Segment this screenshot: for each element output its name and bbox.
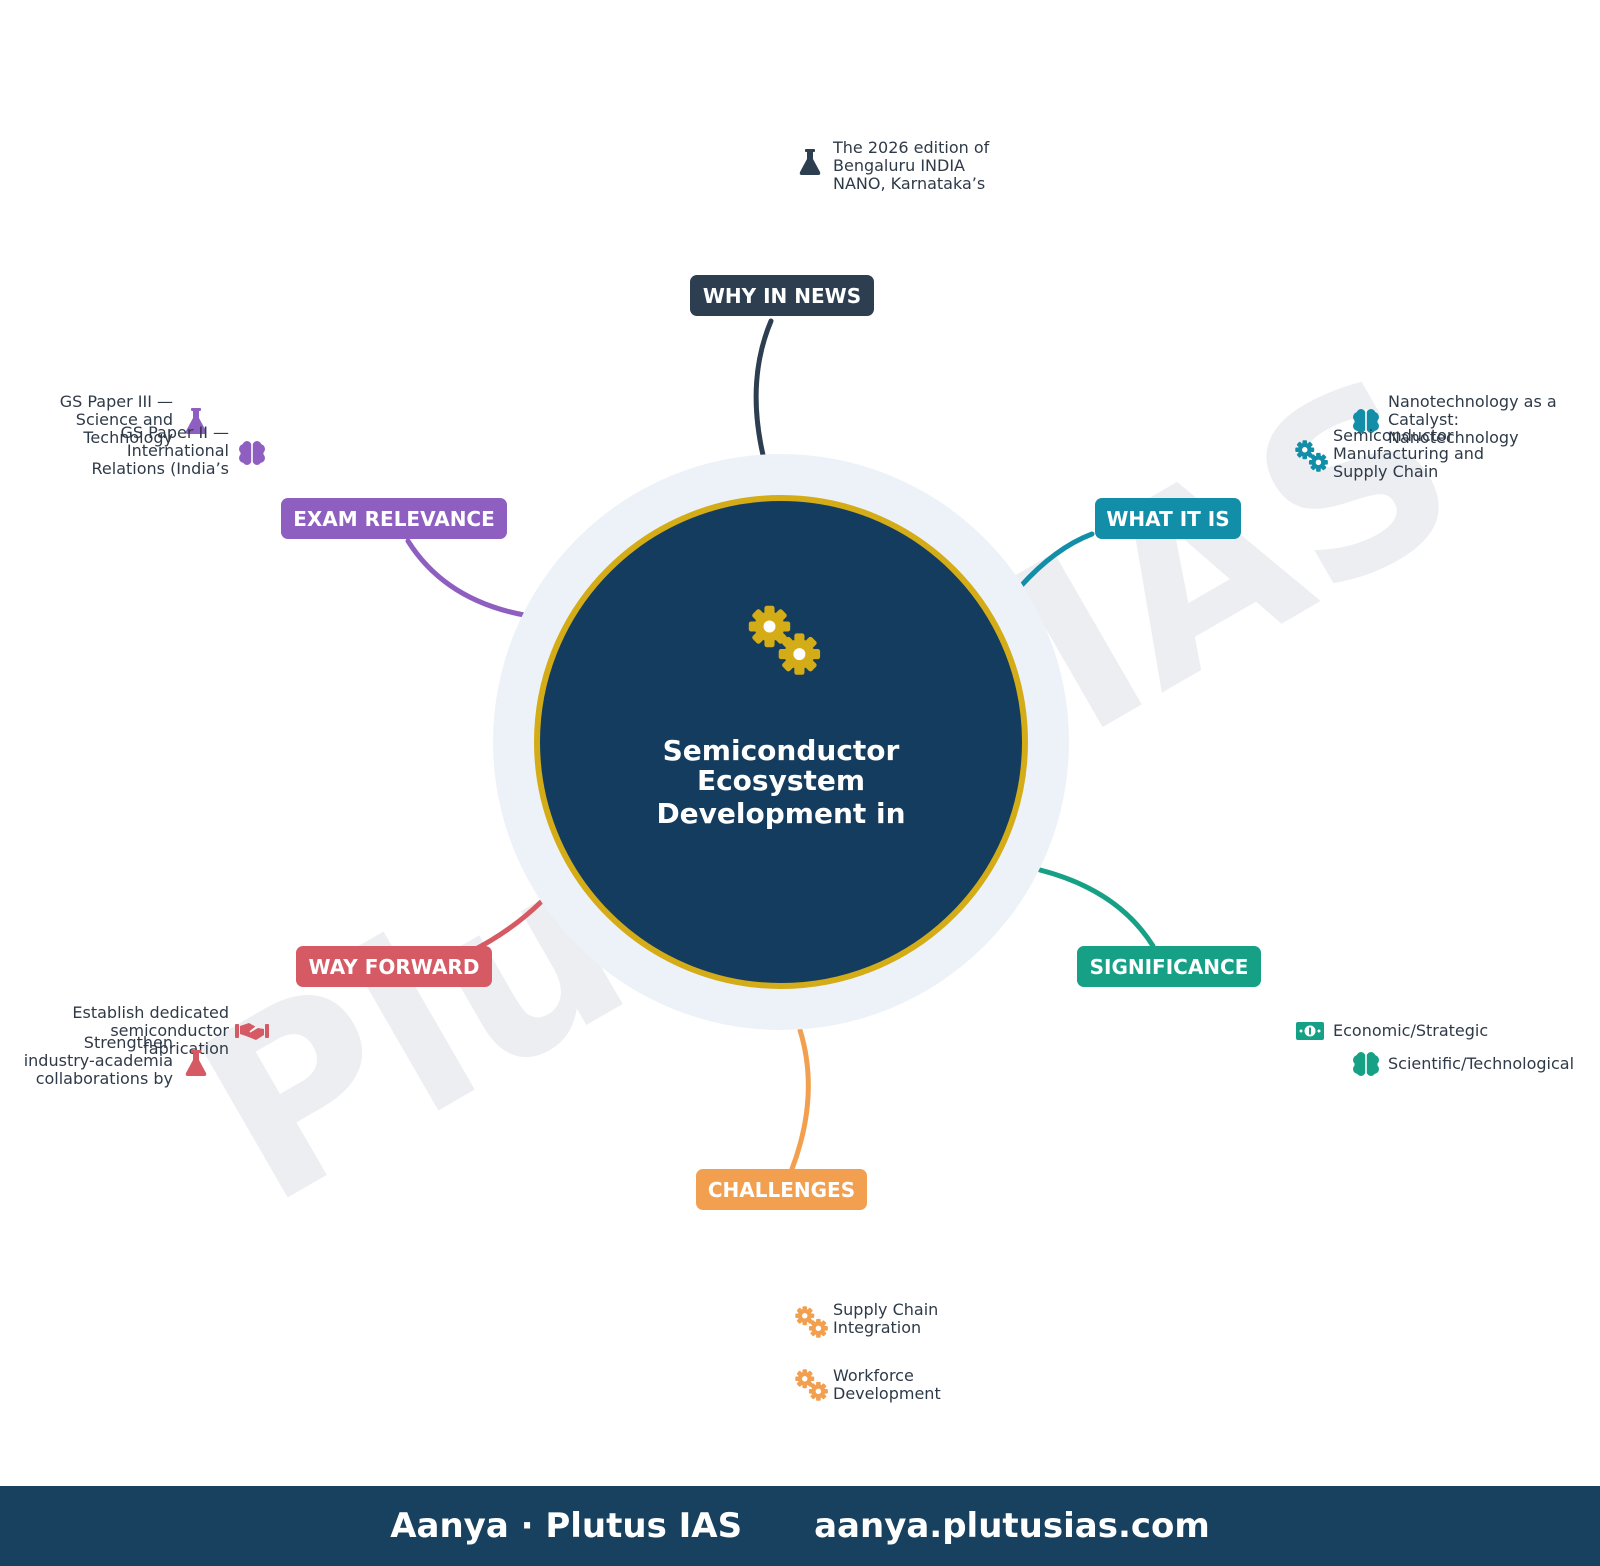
leaf-text-way-forward-2-1: Strengthen — [84, 1033, 173, 1052]
branch-what-it-is: WHAT IT IS Nanotechnology as aCatalyst:Na… — [1095, 392, 1557, 539]
badge-why-in-news — [690, 275, 874, 316]
badge-what-it-is — [1095, 498, 1241, 539]
leaf-text-exam-relevance-2-2: International — [127, 441, 229, 460]
badge-label-what-it-is: WHAT IT IS — [1106, 507, 1229, 531]
connector-exam-relevance — [405, 538, 527, 618]
leaf-text-exam-relevance-1-3: Technology — [82, 428, 173, 447]
leaf-text-challenges-2-1: Workforce — [833, 1366, 914, 1385]
badge-label-significance: SIGNIFICANCE — [1090, 955, 1249, 979]
brain-icon — [1353, 1052, 1379, 1076]
leaf-text-what-it-is-1-2: Catalyst: — [1388, 410, 1459, 429]
money-icon — [1296, 1022, 1324, 1040]
leaf-text-way-forward-2-3: collaborations by — [36, 1069, 173, 1088]
badge-exam-relevance — [281, 498, 507, 539]
badge-way-forward — [296, 946, 492, 987]
leaf-text-exam-relevance-2-1: GS Paper II — — [120, 423, 229, 442]
leaf-text-challenges-1-2: Integration — [833, 1318, 921, 1337]
leaf-text-what-it-is-2-1: Semiconductor — [1333, 426, 1454, 445]
center-node — [534, 495, 1028, 989]
footer-brand: Aanya · Plutus IAS — [390, 1506, 743, 1546]
badge-label-why-in-news: WHY IN NEWS — [703, 284, 861, 308]
branch-why-in-news: WHY IN NEWS The 2026 edition ofBengaluru … — [690, 138, 990, 316]
center-title-line-2: Ecosystem — [697, 764, 865, 797]
branch-connectors — [405, 318, 1156, 1172]
center-title-line-3: Development in — [656, 797, 905, 830]
badge-significance — [1077, 946, 1261, 987]
badge-challenges — [696, 1169, 867, 1210]
flask-icon — [799, 149, 821, 175]
connector-what-it-is — [1017, 531, 1095, 590]
connector-challenges — [789, 1027, 811, 1172]
branch-way-forward: WAY FORWARD Establish dedicatedsemiconduc… — [24, 946, 492, 1088]
leaf-text-why-in-news-1-3: NANO, Karnataka’s — [833, 174, 985, 193]
leaf-text-way-forward-1-3: fabrication — [143, 1039, 229, 1058]
leaf-text-way-forward-2-2: industry-academia — [24, 1051, 173, 1070]
badge-label-challenges: CHALLENGES — [708, 1178, 855, 1202]
footer-url: aanya.plutusias.com — [814, 1506, 1210, 1546]
leaf-text-what-it-is-2-2: Manufacturing and — [1333, 444, 1484, 463]
leaf-text-exam-relevance-1-2: Science and — [76, 410, 173, 429]
branch-exam-relevance: EXAM RELEVANCE GS Paper III —Science andT… — [60, 392, 507, 539]
branch-challenges: CHALLENGES Supply ChainIntegrationWorkfor… — [696, 1169, 941, 1403]
leaf-text-what-it-is-1-3: Nanotechnology — [1388, 428, 1519, 447]
leaf-text-what-it-is-2-3: Supply Chain — [1333, 462, 1438, 481]
gears-icon — [795, 1306, 828, 1338]
branch-significance: SIGNIFICANCE Economic/StrategicScientific… — [1077, 946, 1574, 1076]
leaf-text-why-in-news-1-1: The 2026 edition of — [832, 138, 990, 157]
footer-bar: Aanya · Plutus IAS aanya.plutusias.com — [0, 1486, 1600, 1566]
leaf-text-challenges-2-2: Development — [833, 1384, 941, 1403]
branch-layer: WHY IN NEWS The 2026 edition ofBengaluru … — [24, 138, 1574, 1403]
connector-significance — [1037, 867, 1156, 949]
connector-why-in-news — [753, 318, 774, 458]
leaf-text-significance-1-1: Economic/Strategic — [1333, 1021, 1488, 1040]
leaf-text-challenges-1-1: Supply Chain — [833, 1300, 938, 1319]
leaf-text-significance-2-1: Scientific/Technological — [1388, 1054, 1574, 1073]
leaf-text-way-forward-1-1: Establish dedicated — [72, 1003, 229, 1022]
leaf-text-why-in-news-1-2: Bengaluru INDIA — [833, 156, 965, 175]
badge-label-way-forward: WAY FORWARD — [309, 955, 480, 979]
center-title-line-1: Semiconductor — [663, 734, 900, 767]
badge-label-exam-relevance: EXAM RELEVANCE — [293, 507, 495, 531]
leaf-text-way-forward-1-2: semiconductor — [110, 1021, 229, 1040]
mind-map-canvas: Plutus IAS Semiconductor Ecosystem Devel… — [24, 138, 1574, 1403]
leaf-text-what-it-is-1-1: Nanotechnology as a — [1388, 392, 1557, 411]
leaf-text-exam-relevance-2-3: Relations (India’s — [92, 459, 230, 478]
gears-icon — [795, 1369, 828, 1401]
brain-icon — [239, 441, 265, 465]
leaf-text-exam-relevance-1-1: GS Paper III — — [60, 392, 173, 411]
